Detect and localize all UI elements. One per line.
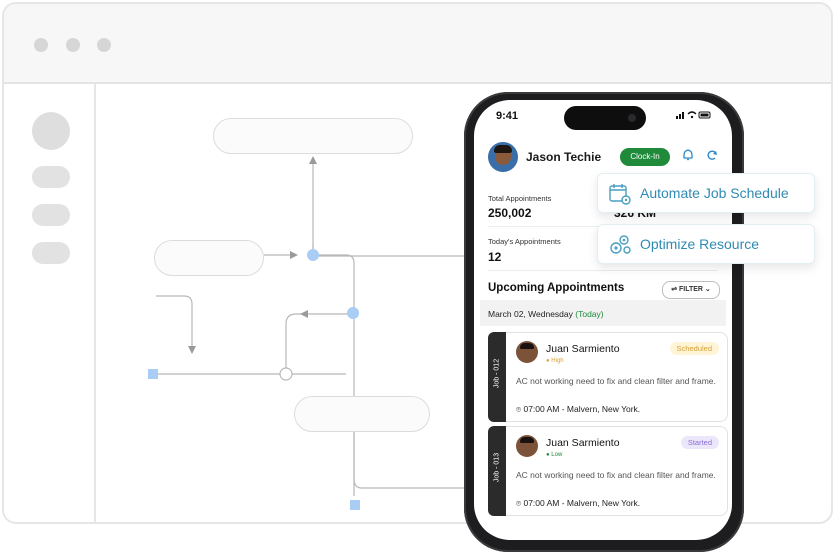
window-close-dot[interactable]: [34, 38, 48, 52]
job-id: Job - 012: [493, 358, 501, 389]
refresh-icon[interactable]: [704, 148, 720, 164]
status-badge: Scheduled: [669, 342, 719, 355]
date-today-tag: (Today): [575, 309, 604, 319]
job-location-text: 07:00 AM - Malvern, New York.: [523, 498, 641, 508]
job-description: AC not working need to fix and clean fil…: [516, 470, 716, 480]
job-card-body: Juan Sarmiento ● High Scheduled AC not w…: [506, 332, 728, 422]
window-maximize-dot[interactable]: [97, 38, 111, 52]
sidebar-item[interactable]: [32, 204, 70, 226]
job-location: ⌾ 07:00 AM - Malvern, New York.: [516, 498, 640, 509]
priority-label: High: [551, 358, 564, 364]
flow-junction-dot[interactable]: [347, 307, 359, 319]
status-time: 9:41: [496, 110, 519, 122]
optimize-label: Optimize Resource: [640, 236, 760, 252]
job-description: AC not working need to fix and clean fil…: [516, 376, 716, 386]
gears-icon: [608, 233, 631, 255]
flow-node[interactable]: [154, 240, 264, 276]
flow-anchor-square[interactable]: [148, 369, 158, 379]
arrow-head: [309, 156, 317, 164]
upcoming-appointments-title: Upcoming Appointments: [488, 282, 625, 294]
profile-avatar[interactable]: [488, 142, 518, 172]
sidebar-avatar[interactable]: [32, 112, 70, 150]
status-badge: Started: [680, 436, 719, 449]
date-label: March 02, Wednesday (Today): [488, 309, 604, 319]
job-priority: ● High: [546, 358, 564, 364]
today-appointments-value: 12: [488, 250, 502, 264]
chevron-down-icon: ⌄: [702, 286, 711, 293]
date-prefix: March 02, Wednesday: [488, 309, 573, 319]
priority-label: Low: [551, 452, 563, 458]
camera-icon: [628, 114, 636, 122]
bell-icon[interactable]: [680, 148, 696, 164]
flow-junction-dot[interactable]: [307, 249, 319, 261]
avatar: [516, 341, 538, 363]
flow-connectors: [148, 156, 476, 510]
job-card-body: Juan Sarmiento ● Low Started AC not work…: [506, 426, 728, 516]
dynamic-island: [564, 106, 646, 130]
arrow-head: [290, 251, 298, 259]
optimize-resource-popup[interactable]: Optimize Resource: [597, 224, 815, 264]
window-minimize-dot[interactable]: [66, 38, 80, 52]
filter-button[interactable]: ⇌ FILTER ⌄: [662, 281, 720, 299]
location-pin-icon: ⌾: [516, 404, 524, 414]
job-customer-name: Juan Sarmiento: [546, 343, 620, 355]
phone-mockup: 9:41 Jason Techie Clock-In Total Appoint…: [464, 92, 744, 552]
job-card[interactable]: Job - 013 Juan Sarmiento ● Low Started A…: [488, 426, 728, 516]
calendar-gear-icon: [608, 182, 631, 205]
arrow-head: [188, 346, 196, 354]
flow-node[interactable]: [213, 118, 413, 154]
flow-junction-dot[interactable]: [279, 367, 293, 381]
avatar: [516, 435, 538, 457]
clock-in-button[interactable]: Clock-In: [620, 148, 670, 166]
arrow-head: [300, 310, 308, 318]
today-appointments-label: Today's Appointments: [488, 237, 561, 246]
signal-wifi-battery-icon: [676, 111, 711, 119]
job-priority: ● Low: [546, 452, 563, 458]
total-appointments-value: 250,002: [488, 206, 532, 220]
window-titlebar: [4, 4, 831, 84]
job-location-text: 07:00 AM - Malvern, New York.: [523, 404, 641, 414]
automate-job-schedule-popup[interactable]: Automate Job Schedule: [597, 173, 815, 213]
job-location: ⌾ 07:00 AM - Malvern, New York.: [516, 404, 640, 415]
flow-canvas: [96, 84, 831, 522]
profile-name: Jason Techie: [526, 150, 602, 164]
flow-node[interactable]: [294, 396, 430, 432]
divider: [488, 270, 718, 271]
location-pin-icon: ⌾: [516, 498, 524, 508]
filter-icon: ⇌: [671, 286, 679, 293]
job-card[interactable]: Job - 012 Juan Sarmiento ● High Schedule…: [488, 332, 728, 422]
sidebar: [4, 84, 96, 522]
status-icons: [676, 110, 712, 122]
job-tab: Job - 012: [488, 332, 506, 422]
sidebar-item[interactable]: [32, 166, 70, 188]
job-id: Job - 013: [493, 452, 501, 483]
automate-label: Automate Job Schedule: [640, 185, 789, 201]
total-appointments-label: Total Appointments: [488, 194, 552, 203]
date-bar: March 02, Wednesday (Today): [480, 300, 726, 326]
filter-label: FILTER: [679, 286, 703, 293]
job-customer-name: Juan Sarmiento: [546, 437, 620, 449]
flow-anchor-square[interactable]: [350, 500, 360, 510]
sidebar-item[interactable]: [32, 242, 70, 264]
phone-screen: 9:41 Jason Techie Clock-In Total Appoint…: [474, 100, 732, 540]
job-tab: Job - 013: [488, 426, 506, 516]
